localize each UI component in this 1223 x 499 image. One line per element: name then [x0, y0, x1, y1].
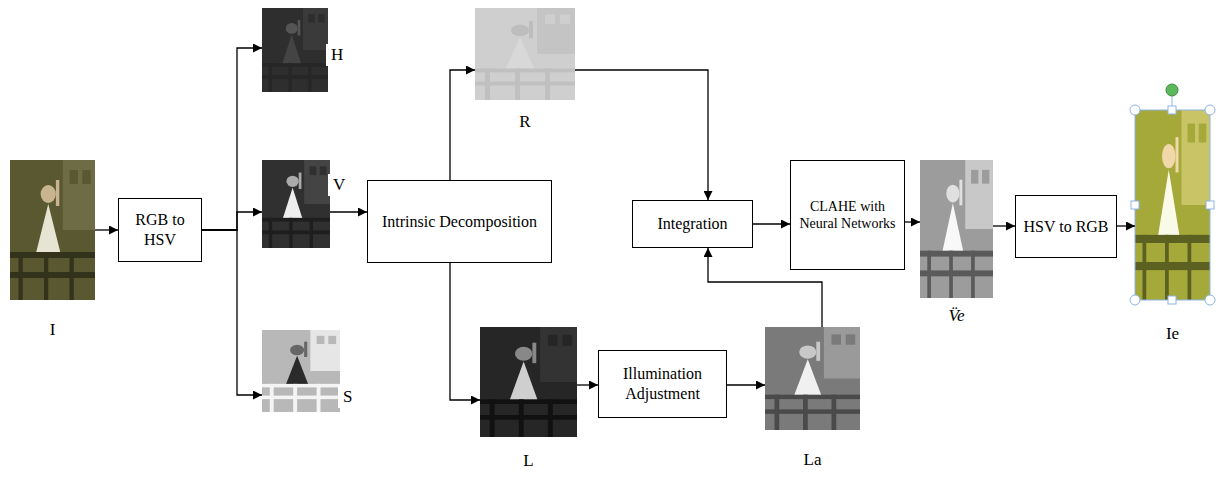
flow-arrow: [450, 263, 480, 400]
image-thumbnail: I: [10, 160, 95, 300]
flow-arrow: [202, 48, 262, 230]
image-label: V: [328, 174, 350, 196]
image-thumbnail: La: [765, 327, 860, 430]
image-thumbnail: V: [262, 160, 330, 248]
process-box: Integration: [632, 200, 753, 248]
flow-arrow: [577, 384, 598, 385]
flow-arrow: [330, 211, 367, 212]
process-box: CLAHE with Neural Networks: [790, 160, 905, 270]
image-label: Ie: [1105, 324, 1223, 344]
image-thumbnail: S: [262, 330, 340, 412]
flow-arrow: [575, 70, 708, 200]
image-label: R: [445, 112, 605, 132]
process-box: Illumination Adjustment: [598, 350, 727, 418]
image-label: V̈e: [890, 306, 1023, 326]
flow-arrow: [753, 223, 790, 224]
image-label: S: [338, 386, 357, 408]
image-label: La: [735, 450, 890, 470]
box-label: Illumination Adjustment: [605, 364, 720, 404]
image-label: H: [326, 44, 348, 66]
image-thumbnail: V̈e: [920, 160, 993, 298]
image-thumbnail: H: [262, 8, 328, 92]
box-label: Integration: [657, 214, 727, 234]
flow-arrow: [905, 221, 920, 222]
flow-arrow: [202, 212, 262, 230]
image-label: L: [450, 451, 607, 471]
process-box: Intrinsic Decomposition: [367, 180, 552, 263]
flow-arrow: [727, 384, 765, 385]
flow-arrow: [202, 230, 262, 395]
flow-arrow: [95, 229, 118, 230]
flow-arrow: [450, 70, 475, 180]
box-label: CLAHE with Neural Networks: [797, 198, 898, 233]
box-label: HSV to RGB: [1023, 217, 1108, 237]
box-label: Intrinsic Decomposition: [382, 212, 537, 232]
process-box: HSV to RGB: [1015, 195, 1117, 258]
flow-arrow: [1117, 225, 1135, 226]
image-thumbnail: Ie: [1135, 110, 1210, 300]
image-thumbnail: R: [475, 8, 575, 100]
process-box: RGB to HSV: [118, 198, 202, 262]
flow-arrow: [993, 225, 1015, 226]
selection-handles: [1130, 84, 1215, 305]
box-label: RGB to HSV: [125, 210, 195, 250]
image-thumbnail: L: [480, 327, 577, 437]
image-label: I: [0, 320, 125, 340]
